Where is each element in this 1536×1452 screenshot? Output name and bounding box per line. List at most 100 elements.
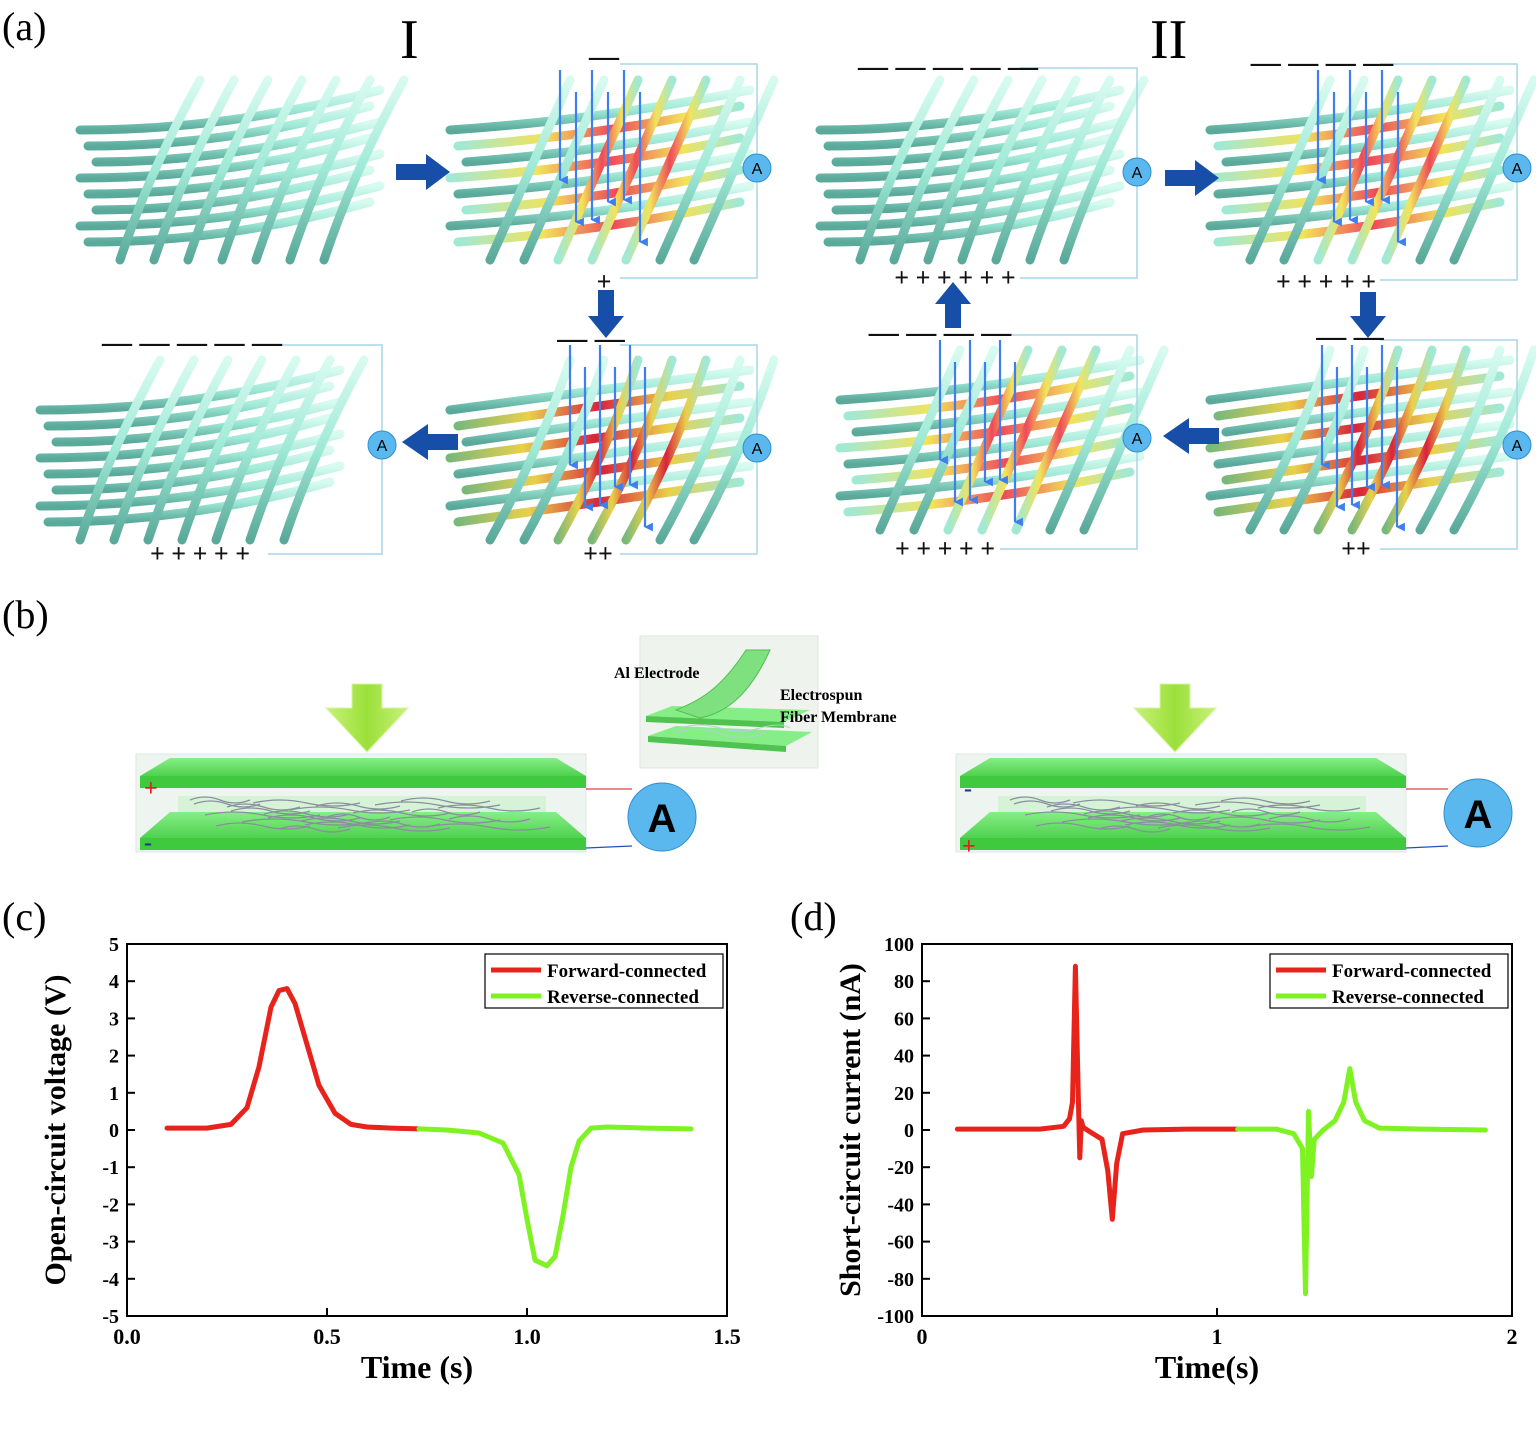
svg-text:A: A bbox=[1512, 161, 1523, 178]
y-tick-label: 60 bbox=[894, 1008, 914, 1030]
fiber bbox=[587, 75, 677, 265]
fiber bbox=[831, 165, 1115, 215]
fiber bbox=[851, 435, 1135, 485]
legend bbox=[484, 953, 724, 1009]
fiber-membrane bbox=[189, 796, 551, 833]
charge-minus: — — — — — bbox=[857, 50, 1039, 83]
x-tick-label: 1.5 bbox=[713, 1324, 741, 1349]
fiber-mesh bbox=[1205, 75, 1536, 265]
fiber bbox=[149, 75, 239, 265]
fiber bbox=[689, 355, 779, 545]
fiber bbox=[1220, 797, 1311, 805]
fiber bbox=[315, 802, 401, 810]
fiber bbox=[189, 796, 251, 804]
fiber bbox=[655, 75, 745, 265]
fiber bbox=[35, 365, 345, 415]
fiber bbox=[655, 355, 745, 545]
x-tick-label: 1 bbox=[1212, 1324, 1223, 1349]
fiber bbox=[843, 371, 1135, 421]
fiber bbox=[1205, 85, 1515, 135]
ammeter: A bbox=[1502, 430, 1532, 460]
fiber-mesh bbox=[835, 345, 1169, 535]
inset-fiber-label: Fiber Membrane bbox=[780, 709, 897, 726]
fiber bbox=[889, 75, 979, 265]
fiber bbox=[843, 467, 1135, 517]
fiber bbox=[991, 75, 1081, 265]
arrow-left-icon bbox=[402, 424, 458, 460]
fiber bbox=[326, 813, 391, 821]
fiber bbox=[1135, 802, 1221, 810]
fiber bbox=[943, 345, 1033, 535]
fiber bbox=[43, 429, 345, 479]
fiber bbox=[1415, 75, 1505, 265]
y-tick-label: -20 bbox=[887, 1157, 914, 1179]
y-tick-label: 80 bbox=[894, 971, 914, 993]
top-plate-sign: + bbox=[144, 776, 158, 802]
fiber-mesh bbox=[35, 355, 369, 545]
panel-a: (a) I II A A A A A A A — + — bbox=[2, 4, 1536, 568]
fiber bbox=[426, 823, 551, 831]
ammeters-a: A A A A A A A bbox=[367, 153, 1532, 463]
svg-text:A: A bbox=[1512, 438, 1523, 455]
fiber bbox=[1009, 796, 1071, 804]
panel-d-label: (d) bbox=[790, 894, 837, 939]
x-tick-label: 0.0 bbox=[113, 1324, 141, 1349]
fiber bbox=[51, 445, 335, 495]
fiber bbox=[211, 355, 301, 545]
fiber bbox=[1025, 75, 1115, 265]
y-tick-label: 40 bbox=[894, 1046, 914, 1068]
fiber bbox=[279, 355, 369, 545]
case-II-label: II bbox=[1150, 9, 1187, 71]
fiber bbox=[553, 75, 643, 265]
fiber bbox=[977, 345, 1067, 535]
fiber bbox=[177, 355, 267, 545]
inset-electrode-label: Al Electrode bbox=[614, 665, 699, 682]
fiber-meshes bbox=[35, 75, 1536, 545]
fiber bbox=[1194, 801, 1321, 809]
y-tick-label: -5 bbox=[102, 1306, 119, 1328]
fiber bbox=[1011, 345, 1101, 535]
fiber bbox=[1013, 800, 1081, 808]
arrow-down-icon bbox=[1350, 292, 1386, 338]
fiber bbox=[689, 75, 779, 265]
series-line bbox=[954, 963, 1241, 1222]
device-forward: + - A bbox=[135, 683, 697, 856]
fiber bbox=[1209, 816, 1321, 824]
legend-label: Forward-connected bbox=[1332, 961, 1492, 982]
fiber bbox=[485, 355, 575, 545]
arrow-left-icon bbox=[1163, 418, 1219, 454]
fiber bbox=[1035, 822, 1131, 830]
fiber bbox=[43, 381, 335, 431]
fiber bbox=[923, 75, 1013, 265]
fiber bbox=[285, 75, 375, 265]
y-tick-label: -80 bbox=[887, 1269, 914, 1291]
fiber bbox=[1213, 371, 1505, 421]
legend-label: Reverse-connected bbox=[1332, 987, 1484, 1008]
x-tick-label: 2 bbox=[1507, 1324, 1518, 1349]
fiber bbox=[267, 814, 361, 822]
fiber bbox=[215, 822, 311, 830]
x-tick-label: 0 bbox=[917, 1324, 928, 1349]
fiber bbox=[374, 801, 501, 809]
y-tick-label: 100 bbox=[884, 934, 914, 956]
fiber bbox=[1213, 197, 1505, 247]
press-arrow-icon bbox=[324, 683, 410, 753]
ammeter: A bbox=[1502, 153, 1532, 183]
fiber-mesh bbox=[75, 75, 409, 265]
fiber bbox=[252, 799, 361, 807]
fiber bbox=[319, 75, 409, 265]
fiber bbox=[855, 75, 945, 265]
svg-text:A: A bbox=[752, 161, 763, 178]
fiber bbox=[1098, 825, 1171, 833]
fiber bbox=[1279, 75, 1369, 265]
fiber bbox=[1072, 799, 1181, 807]
x-axis-label: Time(s) bbox=[1155, 1349, 1259, 1385]
y-tick-label: -100 bbox=[877, 1306, 914, 1328]
svg-text:A: A bbox=[1464, 793, 1493, 837]
fiber bbox=[1221, 165, 1505, 215]
svg-text:A: A bbox=[1132, 431, 1143, 448]
fiber bbox=[823, 101, 1115, 151]
case-I-label: I bbox=[400, 9, 419, 71]
fiber bbox=[115, 75, 205, 265]
fiber bbox=[815, 181, 1125, 231]
